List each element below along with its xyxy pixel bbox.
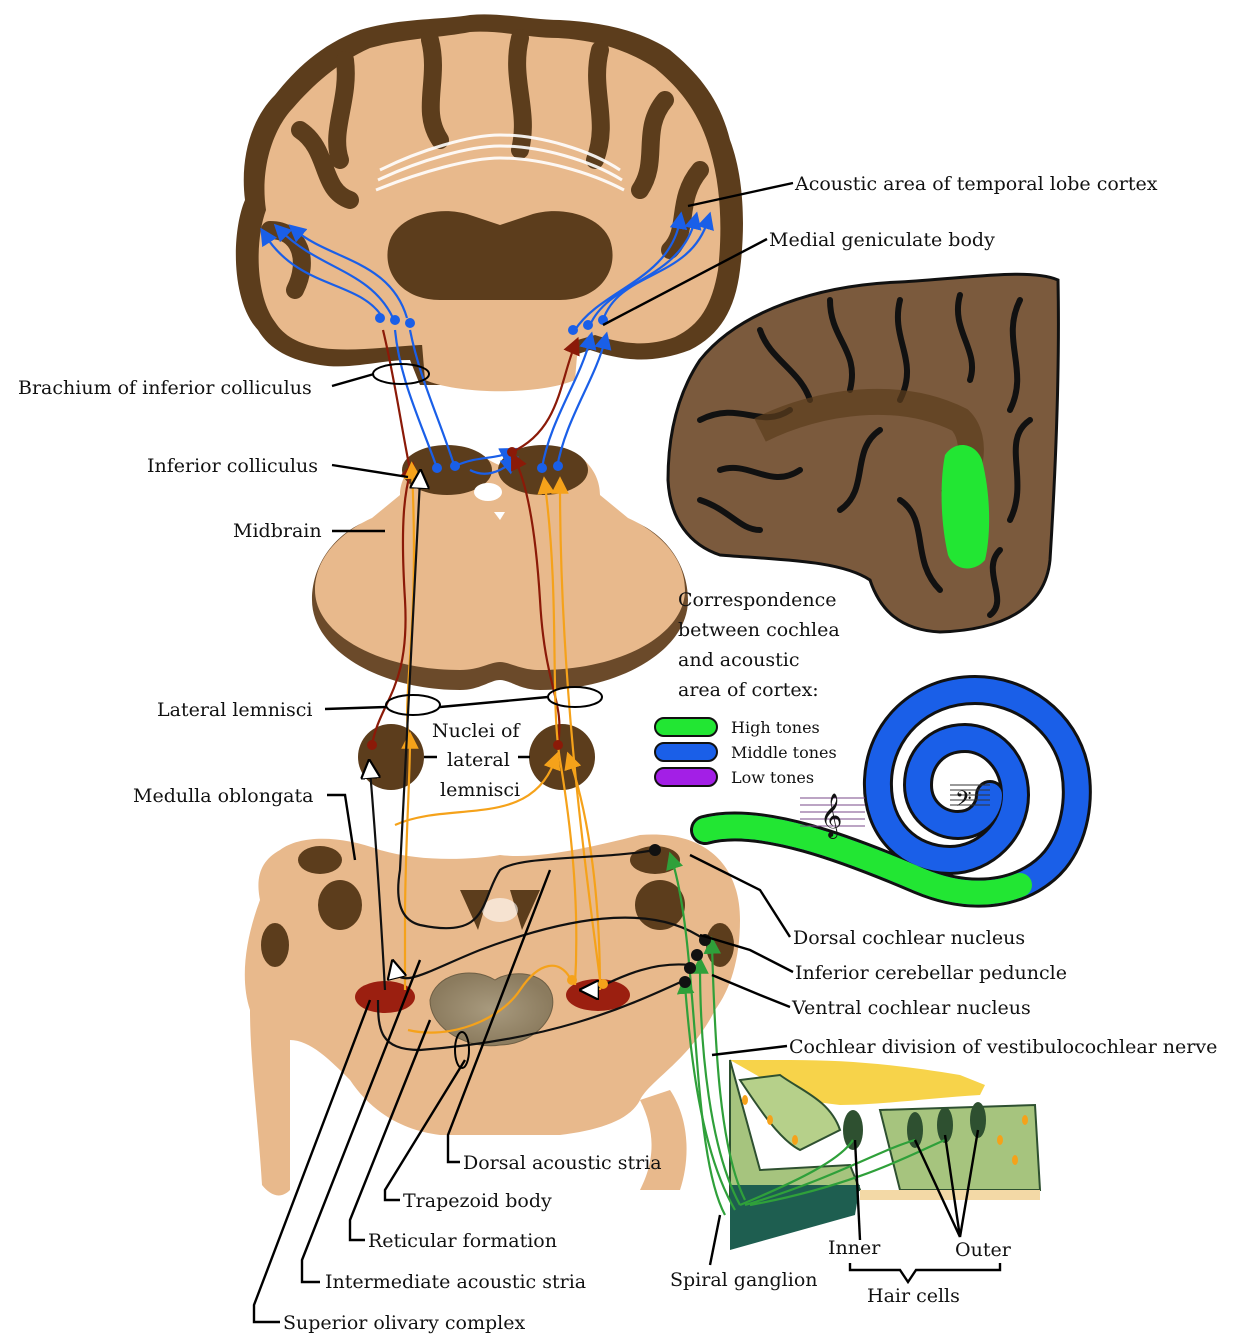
label-nuclei-ll-2: lateral xyxy=(447,749,510,771)
midbrain-section xyxy=(312,445,688,690)
legend-swatch-low xyxy=(655,768,717,786)
label-lateral-lemnisci: Lateral lemnisci xyxy=(157,699,312,721)
coronal-brain-section xyxy=(236,14,743,391)
label-cochlear-division: Cochlear division of vestibulocochlear n… xyxy=(789,1036,1217,1058)
legend-title-3: and acoustic xyxy=(678,649,800,671)
label-brachium: Brachium of inferior colliculus xyxy=(18,377,312,399)
label-dorsal-cochlear: Dorsal cochlear nucleus xyxy=(793,927,1025,949)
lateral-cortex-view xyxy=(668,274,1058,632)
label-inner: Inner xyxy=(828,1237,881,1259)
label-reticular: Reticular formation xyxy=(368,1230,557,1252)
tone-legend: Correspondence between cochlea and acous… xyxy=(655,589,840,787)
label-icp: Inferior cerebellar peduncle xyxy=(795,962,1067,984)
svg-text:𝄢: 𝄢 xyxy=(955,787,972,817)
label-acoustic-area: Acoustic area of temporal lobe cortex xyxy=(794,173,1158,195)
label-intermediate-stria: Intermediate acoustic stria xyxy=(325,1271,586,1293)
legend-swatch-high xyxy=(655,718,717,736)
label-nuclei-ll-1: Nuclei of xyxy=(432,720,521,742)
legend-swatch-middle xyxy=(655,743,717,761)
legend-label-low: Low tones xyxy=(731,768,814,787)
label-midbrain: Midbrain xyxy=(233,520,322,542)
label-dorsal-stria: Dorsal acoustic stria xyxy=(463,1152,662,1174)
label-nuclei-ll-3: lemnisci xyxy=(440,779,520,801)
legend-title-4: area of cortex: xyxy=(678,679,819,701)
lateral-lemniscus-marker-left xyxy=(386,695,440,715)
svg-text:𝄞: 𝄞 xyxy=(820,793,842,839)
label-spiral-ganglion: Spiral ganglion xyxy=(670,1269,818,1291)
label-medulla: Medulla oblongata xyxy=(133,785,313,807)
label-inferior-colliculus: Inferior colliculus xyxy=(147,455,318,477)
label-hair-cells: Hair cells xyxy=(867,1285,960,1307)
label-medial-geniculate: Medial geniculate body xyxy=(769,229,995,251)
high-tone-cortex-area xyxy=(942,445,990,568)
label-outer: Outer xyxy=(955,1239,1012,1261)
label-superior-olivary: Superior olivary complex xyxy=(283,1312,525,1334)
nucleus-lateral-lemniscus-right xyxy=(529,724,595,790)
label-ventral-cochlear: Ventral cochlear nucleus xyxy=(791,997,1031,1019)
legend-label-high: High tones xyxy=(731,718,820,737)
organ-of-corti xyxy=(730,1060,1040,1250)
legend-title-1: Correspondence xyxy=(678,589,837,611)
label-trapezoid: Trapezoid body xyxy=(403,1190,552,1212)
legend-label-middle: Middle tones xyxy=(731,743,837,762)
legend-title-2: between cochlea xyxy=(678,619,840,641)
nucleus-lateral-lemniscus-left xyxy=(358,724,424,790)
